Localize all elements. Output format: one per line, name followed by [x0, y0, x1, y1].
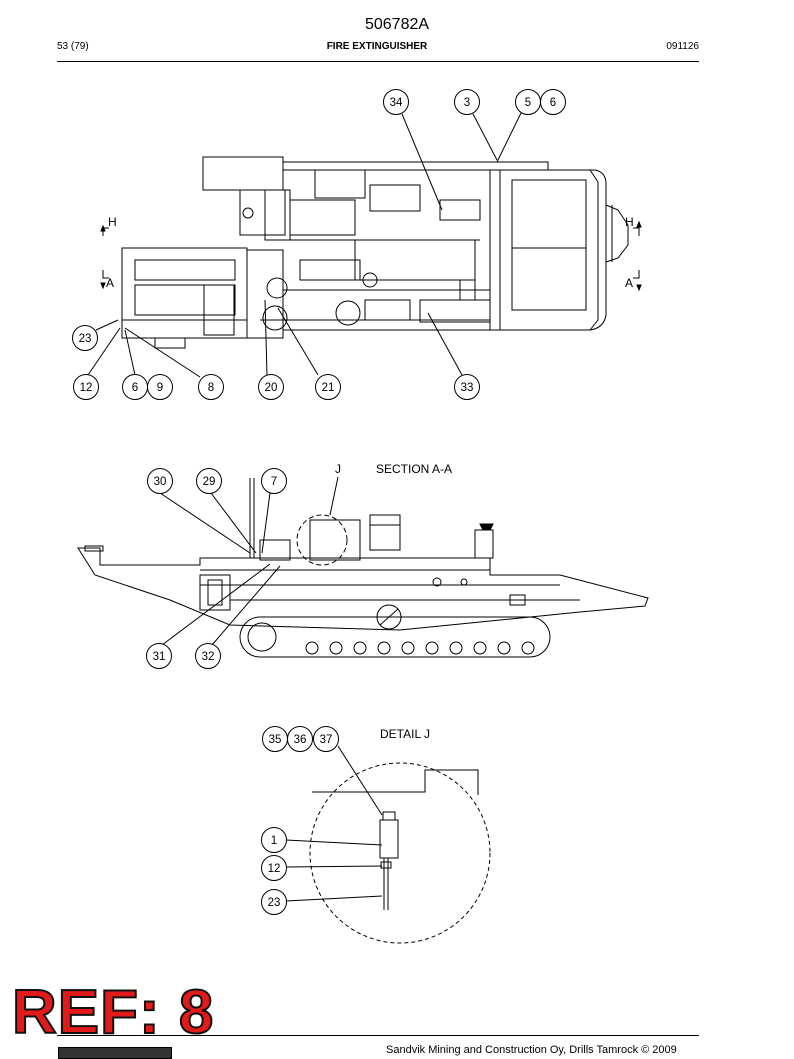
callout-1: 1: [271, 835, 277, 847]
callout-6: 6: [550, 97, 556, 109]
callout-33: 33: [461, 382, 474, 394]
callout-29: 29: [203, 476, 216, 488]
callout-3: 3: [464, 97, 470, 109]
callout-35: 35: [269, 734, 282, 746]
callout-bubble: [195, 643, 221, 669]
callout-31: 31: [153, 651, 166, 663]
date-code: 091126: [666, 41, 699, 52]
callout-36: 36: [294, 734, 307, 746]
callout-12: 12: [80, 382, 93, 394]
callout-32: 32: [202, 651, 215, 663]
callout-bubble: [315, 374, 341, 400]
document-number: 506782A: [364, 16, 430, 33]
section-mark-a-left: A: [106, 276, 114, 290]
callout-5: 5: [525, 97, 531, 109]
footer-copyright: Sandvik Mining and Construction Oy, Dril…: [386, 1044, 677, 1056]
callout-bubble: [198, 374, 224, 400]
callout-bubble: [287, 726, 313, 752]
callout-bubble: [540, 89, 566, 115]
callout-bubble: [313, 726, 339, 752]
callout-12: 12: [268, 863, 281, 875]
callout-21: 21: [322, 382, 335, 394]
callout-bubble: [147, 374, 173, 400]
detail-view: DETAIL J 35 36 37 1 12 23: [261, 726, 491, 944]
header-rule: [57, 61, 699, 62]
callout-30: 30: [154, 476, 167, 488]
callout-20: 20: [265, 382, 278, 394]
callout-37: 37: [320, 734, 333, 746]
section-mark-h-right: H: [625, 215, 634, 229]
callout-bubble: [258, 374, 284, 400]
company-logo: [58, 1047, 172, 1059]
section-mark-h-left: H: [108, 215, 117, 229]
page-number: 53 (79): [57, 41, 89, 52]
page-title: FIRE EXTINGUISHER: [326, 41, 428, 52]
section-view: SECTION A-A J: [77, 462, 649, 669]
callout-bubble: [147, 468, 173, 494]
callout-bubble: [261, 889, 287, 915]
callout-bubble: [261, 827, 287, 853]
callout-bubble: [72, 325, 98, 351]
callout-bubble: [261, 855, 287, 881]
ref-stamp: REF: 8: [11, 978, 215, 1047]
callout-8: 8: [208, 382, 214, 394]
callout-bubble: [454, 374, 480, 400]
detail-title: DETAIL J: [380, 727, 430, 741]
track-rollers: [305, 641, 535, 655]
callout-bubble: [146, 643, 172, 669]
callout-bubble: [261, 468, 287, 494]
detail-marker-j: J: [335, 462, 341, 476]
callout-6: 6: [132, 382, 138, 394]
callout-23: 23: [268, 897, 281, 909]
footer-rule: [57, 1035, 699, 1036]
section-mark-a-right: A: [625, 276, 633, 290]
callout-23: 23: [79, 333, 92, 345]
top-view: H A H A 34 3 5 6 23 12 6 9 8 20: [72, 89, 642, 400]
callout-34: 34: [390, 97, 403, 109]
callout-bubble: [383, 89, 409, 115]
callout-7: 7: [271, 476, 277, 488]
callout-bubble: [196, 468, 222, 494]
callout-9: 9: [157, 382, 163, 394]
section-title: SECTION A-A: [376, 462, 452, 476]
callout-bubble: [454, 89, 480, 115]
callout-bubble: [73, 374, 99, 400]
